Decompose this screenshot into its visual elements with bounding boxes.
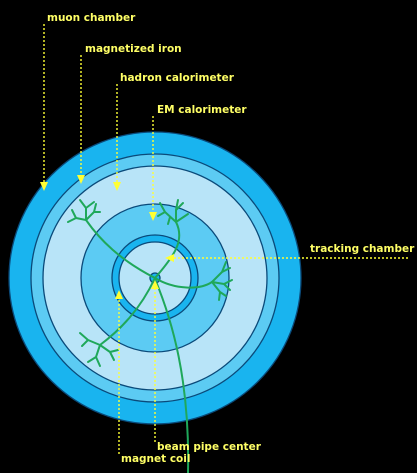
hadron-shower-lower-left (79, 332, 119, 367)
arrowhead-beam-pipe-center (151, 280, 159, 289)
arrowhead-em-calorimeter (149, 212, 157, 221)
particle-tracks (67, 199, 233, 473)
arrowhead-magnet-coil (115, 290, 123, 299)
arrowhead-muon-chamber (40, 182, 48, 191)
hadron-track-lower-left (99, 277, 156, 346)
label-muon-chamber: muon chamber (47, 12, 136, 24)
arrowhead-magnetized-iron (77, 175, 85, 184)
muon-track (154, 278, 190, 473)
pointer-arrowheads (40, 175, 174, 299)
arrowhead-tracking-chamber (165, 254, 174, 262)
label-tracking-chamber: tracking chamber (310, 243, 415, 255)
label-beam-pipe-center: beam pipe center (157, 441, 262, 453)
em-shower (157, 199, 189, 225)
arrowhead-hadron-calorimeter (113, 182, 121, 191)
label-magnetized-iron: magnetized iron (85, 43, 182, 55)
label-hadron-calorimeter: hadron calorimeter (120, 72, 235, 84)
em-track (154, 221, 181, 279)
pointer-lines (43, 24, 408, 454)
label-magnet-coil: magnet coil (121, 453, 190, 465)
hadron-shower-upper-left (67, 199, 101, 223)
hadron-track-right (154, 277, 213, 289)
labels: muon chamber magnetized iron hadron calo… (47, 12, 415, 465)
hadron-track-upper-left (85, 219, 156, 279)
label-em-calorimeter: EM calorimeter (157, 104, 247, 116)
hadron-shower-right (211, 261, 233, 301)
